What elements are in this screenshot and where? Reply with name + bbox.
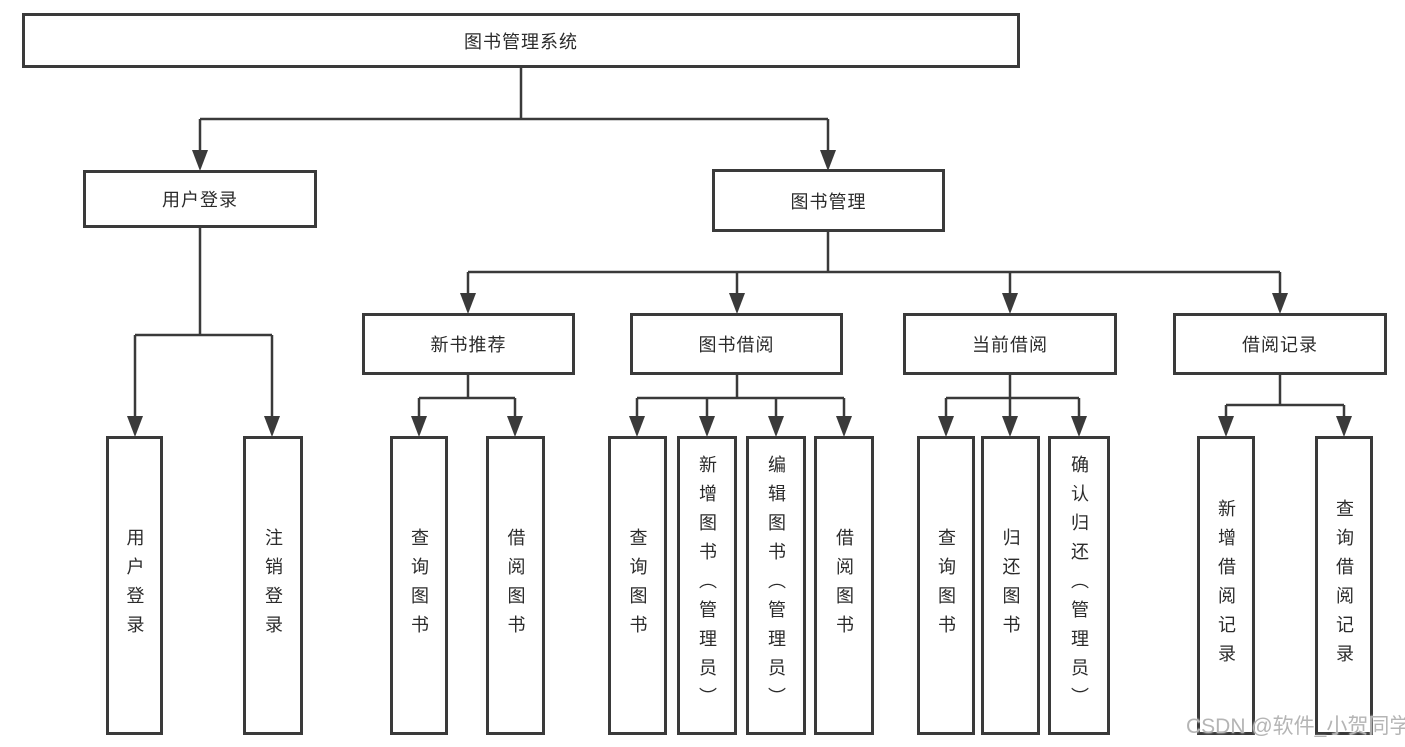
- leaf-label: 新增借阅记录: [1216, 498, 1236, 673]
- leaf-edit-books-admin: 编辑图书（管理员）: [746, 436, 806, 735]
- node-book-borrowing: 图书借阅: [630, 313, 843, 375]
- node-current-borrowing: 当前借阅: [903, 313, 1117, 375]
- leaf-label: 归还图书: [1000, 527, 1021, 644]
- node-new-book-recommend: 新书推荐: [362, 313, 575, 375]
- leaf-query-books-borrowing: 查询图书: [608, 436, 667, 735]
- leaf-add-books-admin: 新增图书（管理员）: [677, 436, 737, 735]
- leaf-user-login: 用户登录: [106, 436, 163, 735]
- leaf-label: 查询图书: [409, 527, 429, 644]
- watermark: CSDN @软件_小贺同学: [1186, 715, 1405, 738]
- leaf-logout: 注销登录: [243, 436, 303, 735]
- leaf-label: 确认归还（管理员）: [1069, 455, 1089, 716]
- leaf-query-books-recommend: 查询图书: [390, 436, 448, 735]
- node-label: 图书管理系统: [464, 31, 578, 52]
- node-label: 当前借阅: [972, 335, 1048, 355]
- node-borrowing-records: 借阅记录: [1173, 313, 1387, 375]
- leaf-query-borrow-record: 查询借阅记录: [1315, 436, 1373, 735]
- leaf-label: 查询图书: [936, 527, 956, 644]
- node-user-login: 用户登录: [83, 170, 317, 228]
- node-label: 借阅记录: [1242, 335, 1318, 355]
- node-label: 用户登录: [162, 190, 238, 210]
- node-library-management-system: 图书管理系统: [22, 13, 1020, 68]
- leaf-label: 编辑图书（管理员）: [766, 455, 786, 716]
- node-label: 图书管理: [790, 191, 867, 212]
- leaf-borrow-books-recommend: 借阅图书: [486, 436, 545, 735]
- leaf-label: 查询借阅记录: [1334, 498, 1354, 673]
- leaf-label: 借阅图书: [505, 527, 526, 644]
- node-label: 新书推荐: [430, 335, 507, 355]
- leaf-confirm-return-admin: 确认归还（管理员）: [1048, 436, 1110, 735]
- node-label: 图书借阅: [698, 335, 775, 355]
- leaf-query-books-current: 查询图书: [917, 436, 975, 735]
- leaf-add-borrow-record: 新增借阅记录: [1197, 436, 1255, 735]
- node-book-management: 图书管理: [712, 169, 945, 232]
- leaf-label: 借阅图书: [834, 527, 854, 644]
- leaf-borrow-books-borrowing: 借阅图书: [814, 436, 874, 735]
- leaf-label: 新增图书（管理员）: [697, 455, 717, 716]
- leaf-label: 用户登录: [124, 527, 145, 644]
- leaf-label: 查询图书: [627, 527, 648, 644]
- leaf-return-books: 归还图书: [981, 436, 1040, 735]
- leaf-label: 注销登录: [263, 527, 283, 644]
